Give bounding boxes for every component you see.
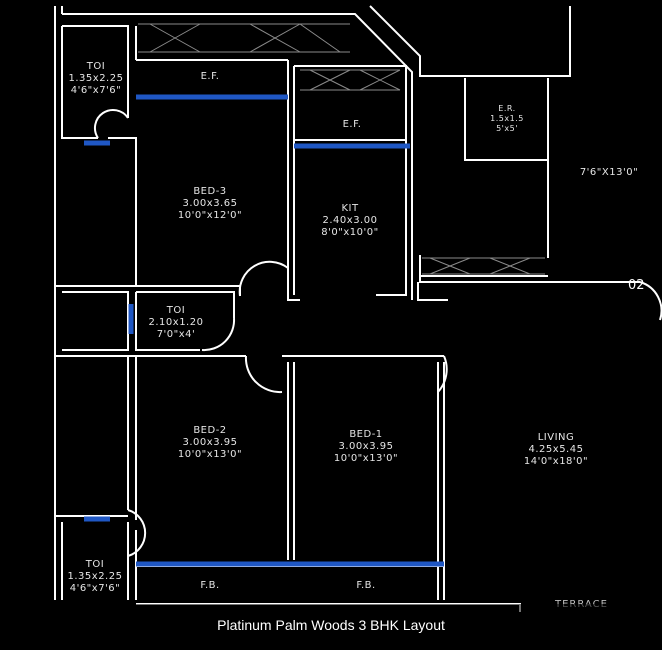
room-metric: 1.35x2.25	[68, 73, 124, 84]
ducts	[138, 23, 545, 275]
caption: Platinum Palm Woods 3 BHK Layout	[217, 617, 445, 633]
door-arc	[639, 281, 662, 321]
room-label-right-room: 7'6"X13'0"	[564, 167, 654, 179]
room-metric: 2.40x3.00	[322, 215, 378, 226]
room-name: E.F.	[342, 119, 362, 130]
room-metric: 2.10x1.20	[148, 317, 204, 328]
duct	[300, 69, 401, 91]
room-metric: 1.5x1.5	[490, 114, 524, 123]
wall	[287, 60, 300, 301]
door-arc	[127, 509, 147, 557]
door-arc	[201, 317, 236, 352]
room-metric: 3.00x3.65	[182, 198, 238, 209]
room-name: LIVING	[537, 432, 575, 443]
room-label-ef-right: E.F.	[322, 119, 382, 131]
wall	[108, 137, 137, 286]
wall	[294, 65, 407, 296]
room-imperial: 7'6"X13'0"	[579, 167, 639, 178]
room-name: BED-2	[193, 425, 227, 436]
room-imperial: 14'0"x18'0"	[523, 456, 589, 467]
duct	[138, 23, 350, 53]
room-name: E.F.	[200, 71, 220, 82]
wall	[61, 26, 98, 139]
room-name: BED-3	[193, 186, 227, 197]
room-label-toi-bottom: TOI 1.35x2.25 4'6"x7'6"	[64, 559, 126, 595]
room-label-living: LIVING 4.25x5.45 14'0"x18'0"	[506, 432, 606, 468]
room-label-ef-left: E.F.	[180, 71, 240, 83]
room-imperial: 4'6"x7'6"	[70, 85, 122, 96]
room-name: TOI	[166, 305, 186, 316]
room-metric: 4.25x5.45	[528, 444, 584, 455]
room-label-er: E.R. 1.5x1.5 5'x5'	[474, 104, 540, 134]
room-label-toi-top: TOI 1.35x2.25 4'6"x7'6"	[66, 61, 126, 97]
room-name: F.B.	[200, 580, 220, 591]
room-imperial: 10'0"x12'0"	[177, 210, 243, 221]
unit-number: 02	[628, 278, 645, 293]
door-arc	[437, 355, 448, 393]
wall	[62, 13, 413, 300]
room-imperial: 10'0"x13'0"	[177, 449, 243, 460]
wall	[369, 5, 571, 77]
room-imperial: 4'6"x7'6"	[69, 583, 121, 594]
room-imperial: 10'0"x13'0"	[333, 453, 399, 464]
windows	[84, 94, 444, 567]
wall	[62, 291, 129, 351]
room-metric: 1.35x2.25	[67, 571, 123, 582]
door-arc	[244, 355, 283, 394]
room-name: BED-1	[349, 429, 383, 440]
room-label-bed-3: BED-3 3.00x3.65 10'0"x12'0"	[160, 186, 260, 222]
caption-bar	[0, 604, 662, 650]
room-name: TOI	[85, 559, 105, 570]
walls	[54, 5, 640, 612]
room-name: TOI	[86, 61, 106, 72]
room-name: F.B.	[356, 580, 376, 591]
wall	[135, 292, 200, 351]
room-label-fb-left: F.B.	[180, 580, 240, 592]
room-label-toi-mid: TOI 2.10x1.20 7'0"x4'	[138, 305, 214, 341]
room-name: E.R.	[498, 104, 516, 113]
door-arc	[238, 260, 289, 297]
room-metric: 3.00x3.95	[338, 441, 394, 452]
room-label-bed-2: BED-2 3.00x3.95 10'0"x13'0"	[160, 425, 260, 461]
room-label-fb-right: F.B.	[336, 580, 396, 592]
wall	[417, 282, 448, 301]
room-imperial: 7'0"x4'	[156, 329, 196, 340]
room-imperial: 8'0"x10'0"	[321, 227, 379, 238]
room-imperial: 5'x5'	[496, 124, 518, 133]
door-arcs	[93, 109, 662, 557]
room-label-kit: KIT 2.40x3.00 8'0"x10'0"	[300, 203, 400, 239]
duct	[422, 257, 545, 275]
room-label-bed-1: BED-1 3.00x3.95 10'0"x13'0"	[316, 429, 416, 465]
door-arc	[93, 109, 129, 139]
room-name: KIT	[341, 203, 359, 214]
room-metric: 3.00x3.95	[182, 437, 238, 448]
wall	[419, 255, 640, 283]
wall	[62, 25, 129, 118]
wall	[136, 291, 235, 318]
